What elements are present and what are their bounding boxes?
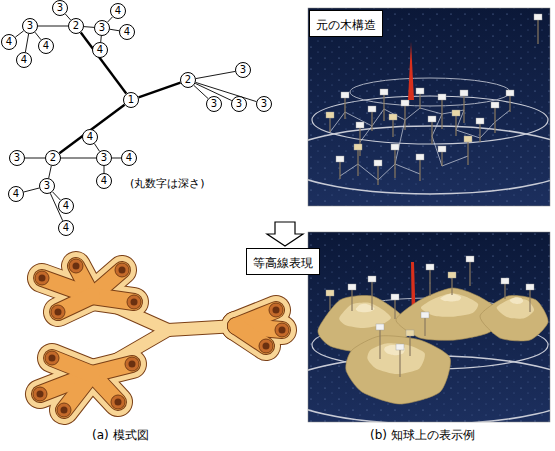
box-label: 元の木構造 (316, 18, 376, 32)
screenshot-contour (308, 232, 550, 422)
tree-edge (110, 29, 119, 30)
depth-circle: 2 (68, 18, 84, 34)
tree-edge (25, 158, 45, 159)
depth-number: 4 (63, 201, 69, 211)
depth-circle: 3 (94, 20, 110, 36)
depth-circle: 4 (92, 42, 108, 58)
depth-circle: 2 (45, 150, 61, 166)
depth-number: 2 (50, 153, 56, 163)
depth-circle: 4 (8, 186, 24, 202)
depth-number: 4 (21, 55, 27, 65)
note-label: (丸数字は深さ) (130, 177, 205, 190)
depth-circle: 2 (180, 72, 196, 88)
depth-circle: 4 (16, 52, 32, 68)
depth-circle: 4 (121, 150, 137, 166)
label-box: 等高線表現 (246, 248, 320, 275)
depth-number: 3 (101, 153, 107, 163)
depth-number: 4 (97, 45, 103, 55)
tree-edge (196, 71, 235, 78)
depth-number: 4 (101, 176, 107, 186)
depth-circle: 3 (256, 96, 272, 112)
depth-number: 4 (115, 6, 121, 16)
screenshot-tree (308, 8, 550, 206)
tree-edge (35, 32, 41, 40)
depth-circle: 4 (96, 173, 112, 189)
depth-circle: 4 (110, 3, 126, 19)
depth-circle: 3 (39, 178, 55, 194)
depth-circle: 3 (9, 150, 25, 166)
tree-edge (104, 166, 105, 173)
depth-number: 4 (87, 132, 93, 142)
depth-number: 3 (236, 99, 242, 109)
tree-edge (25, 34, 28, 52)
label-box: 元の木構造 (309, 10, 383, 37)
tree-edge (15, 31, 23, 37)
depth-circle: 4 (119, 24, 135, 40)
depth-number: 2 (73, 21, 79, 31)
depth-number: 4 (6, 37, 12, 47)
depth-number: 4 (63, 223, 69, 233)
depth-circle: 4 (38, 38, 54, 54)
tree-edge (49, 166, 52, 178)
down-arrow (267, 222, 303, 246)
depth-circle: 4 (58, 198, 74, 214)
depth-number: 3 (211, 99, 217, 109)
depth-number: 1 (128, 95, 134, 105)
tree-edge (139, 83, 181, 98)
depth-number: 3 (44, 181, 50, 191)
tree-edge (107, 17, 112, 22)
depth-number: 3 (14, 153, 20, 163)
tree-edge (24, 188, 40, 192)
depth-number: 4 (43, 41, 49, 51)
depth-number: 4 (126, 153, 132, 163)
caption-label: (a) 模式図 (92, 428, 149, 442)
depth-number: 4 (13, 189, 19, 199)
tree-edge (59, 105, 124, 153)
tree-edge (112, 158, 121, 159)
tree-edge (38, 26, 68, 27)
depth-circle: 3 (206, 96, 222, 112)
contour-schematic (33, 259, 289, 417)
depth-circle: 3 (96, 150, 112, 166)
tree-edge (84, 26, 94, 28)
depth-circle: 3 (231, 96, 247, 112)
depth-circle: 3 (22, 18, 38, 34)
depth-number: 3 (57, 3, 63, 13)
depth-number: 4 (124, 27, 130, 37)
depth-number: 3 (27, 21, 33, 31)
depth-circle: 4 (1, 34, 17, 50)
depth-number: 2 (185, 75, 191, 85)
box-label: 等高線表現 (253, 256, 313, 270)
tree-edge (61, 158, 96, 159)
depth-circle: 4 (82, 129, 98, 145)
depth-circle: 1 (123, 92, 139, 108)
tree-edge (94, 144, 99, 152)
depth-circle: 3 (235, 62, 251, 78)
tree-edge (194, 85, 208, 98)
depth-number: 3 (99, 23, 105, 33)
depth-number: 3 (261, 99, 267, 109)
tree-edge (81, 32, 126, 93)
depth-circle: 4 (58, 220, 74, 236)
depth-circle: 3 (52, 0, 68, 16)
depth-number: 3 (240, 65, 246, 75)
caption-label: (b) 知球上の表示例 (370, 428, 475, 442)
tree-edge (196, 82, 257, 101)
tree-edge (53, 192, 61, 200)
